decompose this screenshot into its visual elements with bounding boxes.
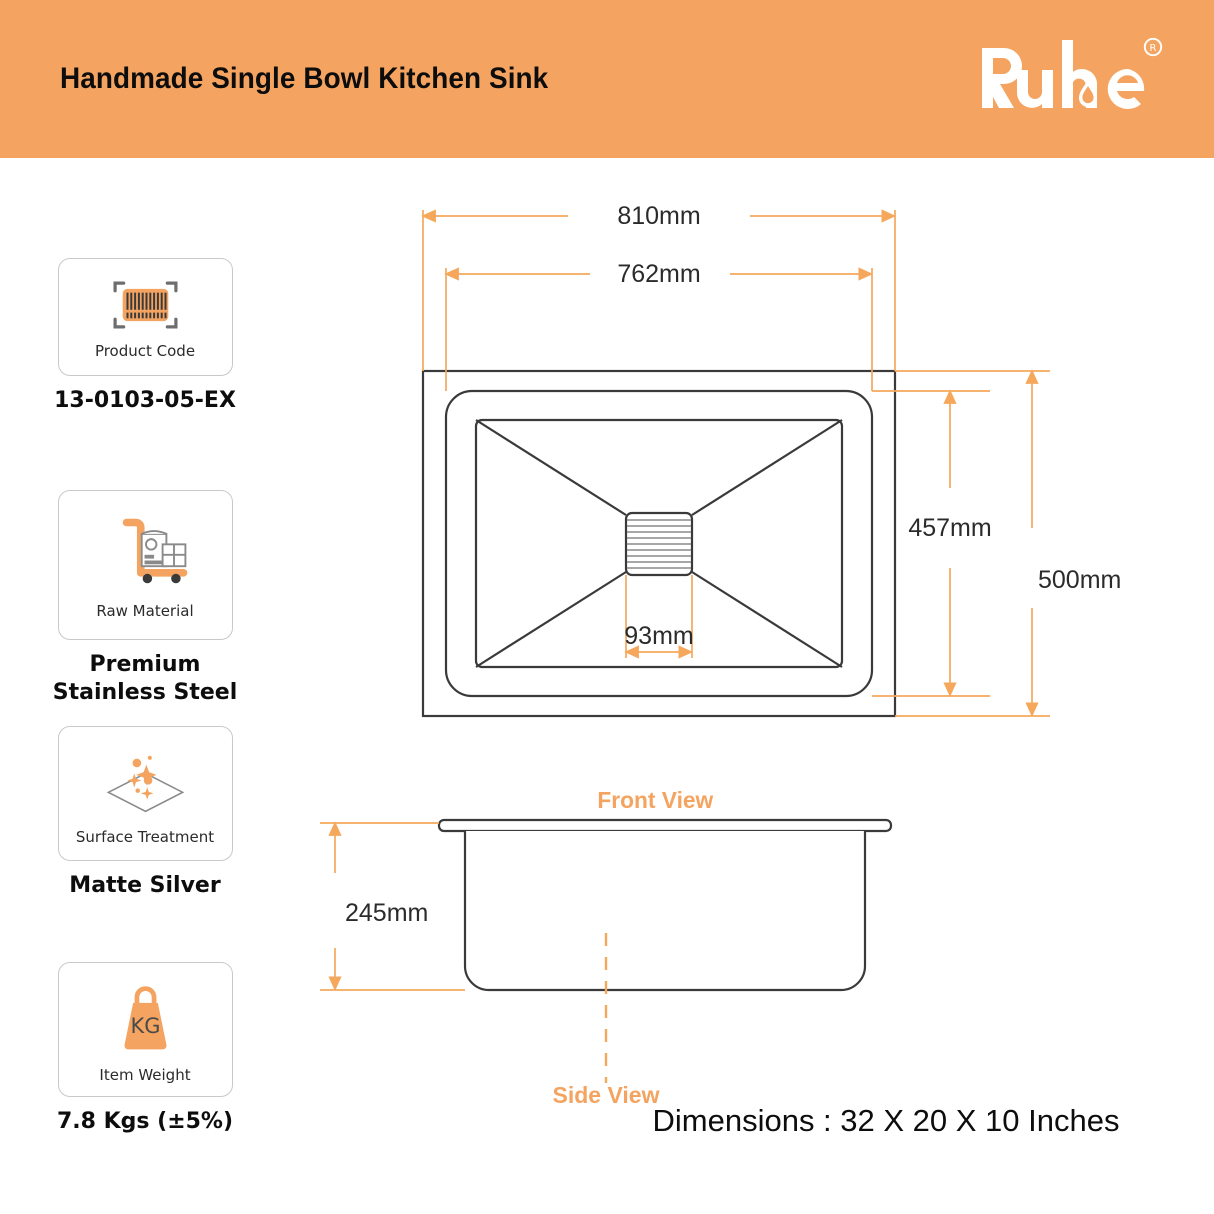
spec-product-code: Product Code 13-0103-05-EX [0,258,290,458]
spec-card: Raw Material [57,490,233,640]
spec-value-item-weight: 7.8 Kgs (±5%) [56,1109,234,1134]
spec-card: KG Item Weight [57,962,233,1097]
spec-surface-treatment: Surface Treatment Matte Silver [0,726,290,926]
dim-drain-width: 93mm [624,622,693,650]
spec-value-raw-material: Premium Stainless Steel [0,651,290,707]
sparkle-surface-icon [106,755,184,813]
hand-truck-icon [122,518,187,584]
front-view-label: Front View [597,787,713,813]
spec-value-line2: Stainless Steel [52,680,238,706]
svg-text:R: R [1150,43,1157,54]
dim-depth: 245mm [345,899,428,927]
spec-label: Item Weight [99,1066,191,1084]
spec-item-weight: KG Item Weight 7.8 Kgs (±5%) [0,962,290,1162]
spec-label: Product Code [94,342,196,360]
side-view-sink [437,818,893,1083]
front-view-dimensions [421,209,1050,718]
ruhe-logo: R [982,37,1163,109]
spec-card: Surface Treatment [57,726,233,861]
dim-bowl-width: 762mm [617,260,700,288]
spec-value-surface-treatment: Matte Silver [69,873,221,898]
page-title: Handmade Single Bowl Kitchen Sink [60,62,549,95]
drain-grate-icon [624,511,694,577]
side-view-label: Side View [553,1082,660,1108]
dim-outer-height: 500mm [1038,566,1121,594]
spec-label: Raw Material [96,602,194,620]
barcode-scan-icon [112,281,178,329]
dim-outer-width: 810mm [617,202,700,230]
side-view-dimensions [320,821,465,992]
front-view-sink [421,369,897,718]
technical-drawing: 810mm 762mm 457mm 500mm 93mm Front View … [320,202,1121,1108]
front-view-dimension-labels: 810mm 762mm 457mm 500mm 93mm [617,202,1121,650]
weight-kg-icon: KG [123,986,167,1050]
spec-raw-material: Raw Material Premium Stainless Steel [0,490,290,705]
spec-card: Product Code [57,258,233,376]
weight-icon-text: KG [130,1014,160,1038]
dimensions-summary: Dimensions : 32 X 20 X 10 Inches [652,1103,1120,1138]
spec-value-line1: Premium [89,652,201,677]
bowl-slope-lines [475,419,843,668]
spec-label: Surface Treatment [75,828,215,846]
page-header: Handmade Single Bowl Kitchen Sink R [0,0,1214,158]
dim-bowl-height: 457mm [908,514,991,542]
spec-value-product-code: 13-0103-05-EX [54,388,236,413]
